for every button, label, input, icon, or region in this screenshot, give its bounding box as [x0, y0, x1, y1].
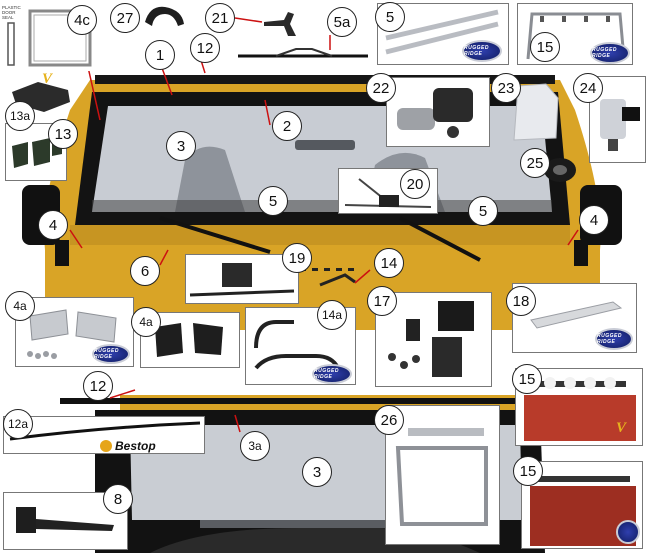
- rugged-ridge-logo: RUGGED RIDGE: [312, 364, 352, 384]
- callout-21[interactable]: 21: [205, 3, 235, 33]
- callout-19[interactable]: 19: [282, 243, 312, 273]
- hinge-plates-thumb[interactable]: [5, 123, 67, 181]
- callout-12a[interactable]: 12a: [3, 409, 33, 439]
- callout-1[interactable]: 1: [145, 40, 175, 70]
- callout-15-mid[interactable]: 15: [512, 364, 542, 394]
- black-hinges-thumb[interactable]: [140, 312, 240, 368]
- callout-26[interactable]: 26: [374, 405, 404, 435]
- wiper-blade-thumb[interactable]: [236, 44, 372, 64]
- callout-8[interactable]: 8: [103, 484, 133, 514]
- vtt-logo: V: [616, 420, 627, 436]
- callout-14a[interactable]: 14a: [317, 300, 347, 330]
- callout-14[interactable]: 14: [374, 248, 404, 278]
- callout-12-top[interactable]: 12: [190, 33, 220, 63]
- callout-4-left[interactable]: 4: [38, 210, 68, 240]
- callout-15-bottom[interactable]: 15: [513, 456, 543, 486]
- wiper-motor-thumb[interactable]: [386, 77, 490, 147]
- callout-2[interactable]: 2: [272, 111, 302, 141]
- callout-15-top[interactable]: 15: [530, 32, 560, 62]
- callout-4a-left[interactable]: 4a: [5, 291, 35, 321]
- callout-13[interactable]: 13: [48, 119, 78, 149]
- callout-4-right[interactable]: 4: [579, 205, 609, 235]
- callout-5-top[interactable]: 5: [375, 2, 405, 32]
- callout-3-top[interactable]: 3: [166, 131, 196, 161]
- callout-22[interactable]: 22: [366, 73, 396, 103]
- callout-12-bottom[interactable]: 12: [83, 371, 113, 401]
- callout-25[interactable]: 25: [520, 148, 550, 178]
- callout-18[interactable]: 18: [506, 286, 536, 316]
- rugged-ridge-logo: RUGGED RIDGE: [462, 40, 502, 62]
- callout-27[interactable]: 27: [110, 3, 140, 33]
- callout-5-left[interactable]: 5: [258, 186, 288, 216]
- grab-handle-thumb[interactable]: [140, 2, 190, 34]
- callout-6[interactable]: 6: [130, 256, 160, 286]
- rugged-ridge-logo: RUGGED RIDGE: [590, 42, 630, 64]
- callout-3-bottom[interactable]: 3: [302, 457, 332, 487]
- callout-24[interactable]: 24: [573, 73, 603, 103]
- vtt-logo: V: [42, 71, 53, 87]
- washer-reservoir-thumb[interactable]: [508, 78, 568, 144]
- grommet-thumb[interactable]: [540, 152, 580, 186]
- bestop-logo: Bestop: [100, 439, 156, 453]
- rugged-ridge-logo: RUGGED RIDGE: [92, 344, 130, 364]
- light-bar-installed-thumb[interactable]: V: [515, 368, 643, 446]
- wiper-arm-thumb[interactable]: [262, 8, 302, 38]
- windshield-channel-thumb[interactable]: Bestop: [3, 416, 205, 454]
- callout-23[interactable]: 23: [491, 73, 521, 103]
- callout-20[interactable]: 20: [400, 169, 430, 199]
- door-seal-label: PLASTIC DOOR SEAL: [2, 5, 21, 20]
- callout-4a-mid[interactable]: 4a: [131, 307, 161, 337]
- wiper-pivot-thumb[interactable]: [185, 254, 299, 304]
- callout-5-right[interactable]: 5: [468, 196, 498, 226]
- windshield-frame-thumb[interactable]: [385, 405, 500, 545]
- callout-3a[interactable]: 3a: [240, 431, 270, 461]
- callout-4c[interactable]: 4c: [67, 5, 97, 35]
- mopar-logo: [616, 520, 640, 544]
- callout-13a[interactable]: 13a: [5, 101, 35, 131]
- callout-17[interactable]: 17: [367, 286, 397, 316]
- stainless-hinges-thumb[interactable]: RUGGED RIDGE: [15, 297, 134, 367]
- rugged-ridge-logo: RUGGED RIDGE: [595, 328, 633, 350]
- callout-5a[interactable]: 5a: [327, 7, 357, 37]
